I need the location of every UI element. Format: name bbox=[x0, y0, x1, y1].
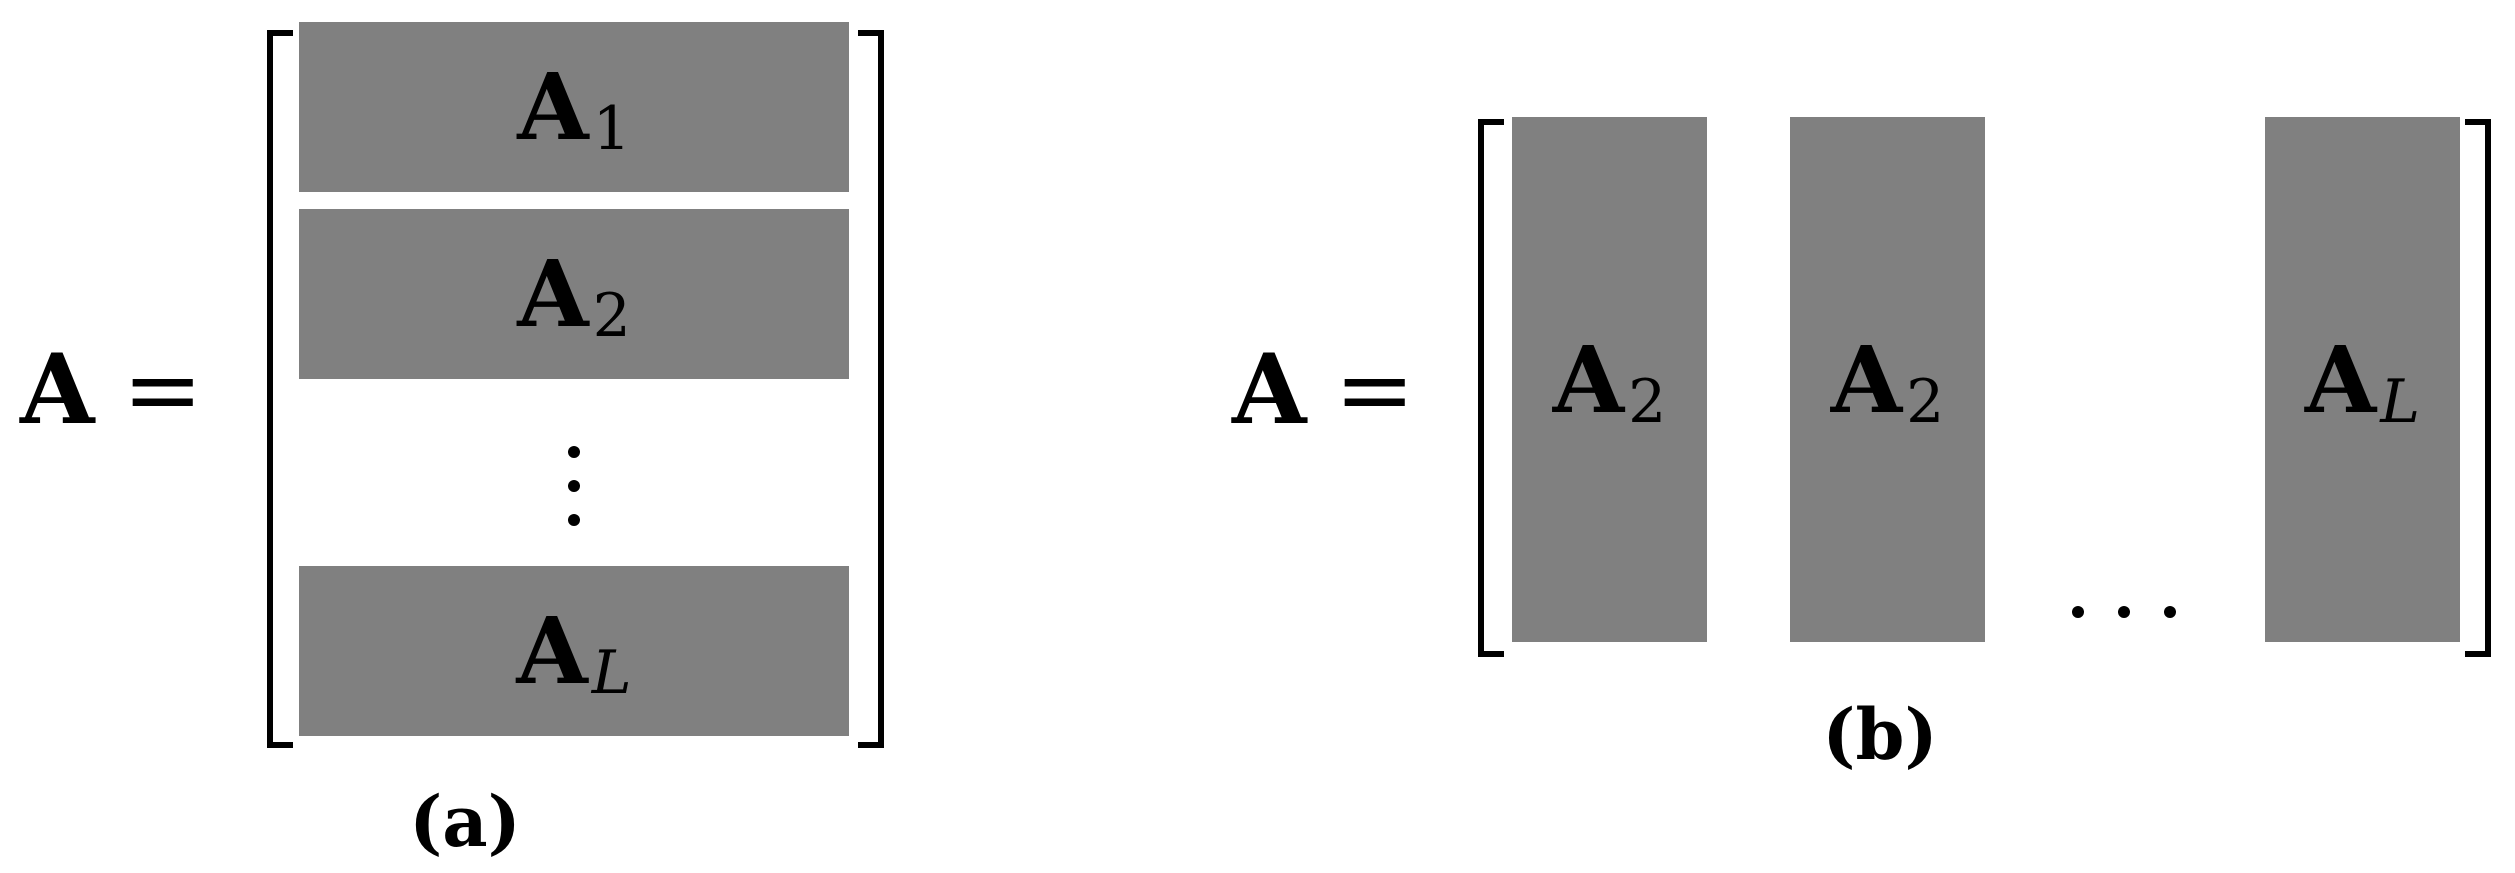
panel-a-block-1-subscript: 1 bbox=[592, 94, 631, 164]
panel-b-equation-lhs: A = bbox=[1232, 333, 1415, 446]
panel-a-block-3-base: A bbox=[516, 597, 588, 705]
panel-a-vdot bbox=[568, 446, 580, 458]
panel-b-equals-sign: = bbox=[1334, 334, 1415, 446]
panel-b-block-1-subscript: 2 bbox=[1628, 366, 1667, 437]
panel-a-block-3-subscript: L bbox=[591, 638, 632, 708]
panel-a-vdot bbox=[568, 514, 580, 526]
panel-b-block-3-subscript: L bbox=[2380, 366, 2421, 437]
panel-b-right-bracket bbox=[2465, 119, 2491, 657]
panel-b-block-3-base: A bbox=[2304, 325, 2377, 434]
panel-a-left-bracket bbox=[267, 30, 293, 748]
panel-b-hdot bbox=[2072, 606, 2084, 618]
panel-a-right-bracket bbox=[858, 30, 884, 748]
panel-a-caption: (a) bbox=[409, 780, 521, 863]
panel-a-vdot bbox=[568, 480, 580, 492]
panel-b-lhs-symbol: A bbox=[1232, 333, 1307, 446]
panel-b-block-2-base: A bbox=[1830, 325, 1903, 434]
panel-a-equals-sign: = bbox=[122, 334, 203, 446]
panel-b-caption: (b) bbox=[1822, 693, 1938, 776]
panel-b-block-2-subscript: 2 bbox=[1906, 366, 1945, 437]
panel-a-block-2-base: A bbox=[517, 240, 589, 348]
panel-a-vertical-ellipsis bbox=[564, 446, 584, 526]
panel-b-hdot bbox=[2118, 606, 2130, 618]
panel-a-block-2-subscript: 2 bbox=[592, 281, 631, 351]
panel-b-block-1-base: A bbox=[1552, 325, 1625, 434]
panel-b-left-bracket bbox=[1478, 119, 1504, 657]
panel-a-lhs-symbol: A bbox=[20, 333, 95, 446]
panel-a-equation-lhs: A = bbox=[20, 333, 203, 446]
panel-b-hdot bbox=[2164, 606, 2176, 618]
panel-b-horizontal-ellipsis bbox=[2072, 605, 2176, 619]
panel-a-block-1-base: A bbox=[517, 53, 589, 161]
